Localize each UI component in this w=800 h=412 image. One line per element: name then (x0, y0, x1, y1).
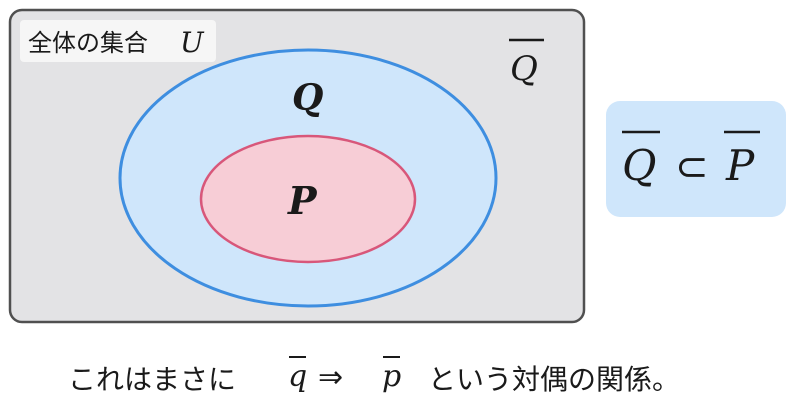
caption-prefix: これはまさに (68, 363, 236, 396)
relation-right: P (725, 141, 755, 190)
complement-q-label: Q (510, 49, 538, 89)
relation-operator: ⊂ (675, 144, 709, 190)
set-p-ellipse (199, 134, 417, 264)
universe-label-bg (20, 20, 216, 62)
relation-box (606, 101, 786, 217)
caption-suffix: という対偶の関係。 (428, 363, 680, 396)
universe-symbol: U (180, 26, 205, 59)
universe-label: 全体の集合 (28, 29, 148, 57)
caption-right-var: p (382, 359, 401, 394)
set-q-label: Q (292, 77, 323, 119)
caption-arrow: ⇒ (318, 360, 343, 395)
caption-left-var: q (288, 359, 307, 394)
set-p-label: P (287, 178, 318, 223)
relation-left: Q (622, 141, 656, 190)
